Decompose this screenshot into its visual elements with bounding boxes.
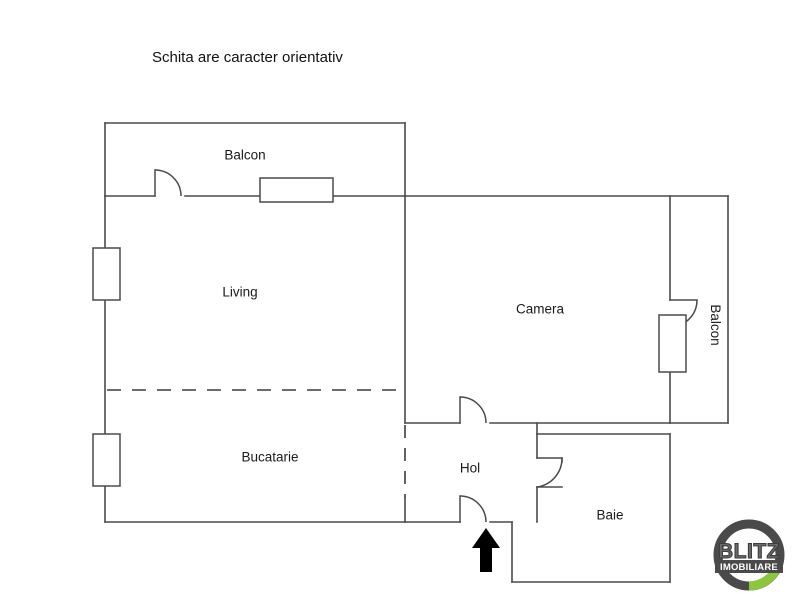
logo-secondary-text: IMOBILIARE: [720, 562, 778, 573]
door-entrance-arc: [459, 495, 487, 523]
room-label-hol: Hol: [460, 461, 480, 476]
window-balcon-top: [259, 177, 334, 203]
room-label-balcon-top: Balcon: [224, 148, 265, 163]
logo-primary-text: BLITZ: [718, 540, 780, 563]
room-baie: Baie: [511, 433, 671, 583]
blitz-imobiliare-logo: BLITZ IMOBILIARE: [707, 516, 791, 594]
door-baie-arc: [536, 457, 563, 488]
room-balcon-right: Balcon: [658, 195, 729, 424]
door-camera-arc: [459, 396, 487, 424]
logo-band: [715, 560, 783, 573]
room-label-living: Living: [222, 285, 257, 300]
room-balcon-top: Balcon: [104, 122, 406, 203]
window-living-left: [92, 247, 121, 301]
room-label-balcon-right: Balcon: [708, 304, 723, 345]
entry-arrow: [472, 528, 500, 572]
window-balcon-right: [658, 314, 687, 373]
room-living: Living: [92, 195, 406, 523]
room-label-camera: Camera: [516, 302, 565, 317]
window-bucatarie-left: [92, 433, 121, 487]
room-bucatarie: Bucatarie: [92, 389, 406, 523]
page-title: Schita are caracter orientativ: [152, 49, 343, 66]
room-hol: Hol: [404, 422, 563, 523]
room-label-bucatarie: Bucatarie: [241, 450, 298, 465]
room-camera: Camera: [404, 195, 729, 424]
room-label-baie: Baie: [596, 508, 623, 523]
door-balcon-top-arc: [154, 169, 182, 197]
